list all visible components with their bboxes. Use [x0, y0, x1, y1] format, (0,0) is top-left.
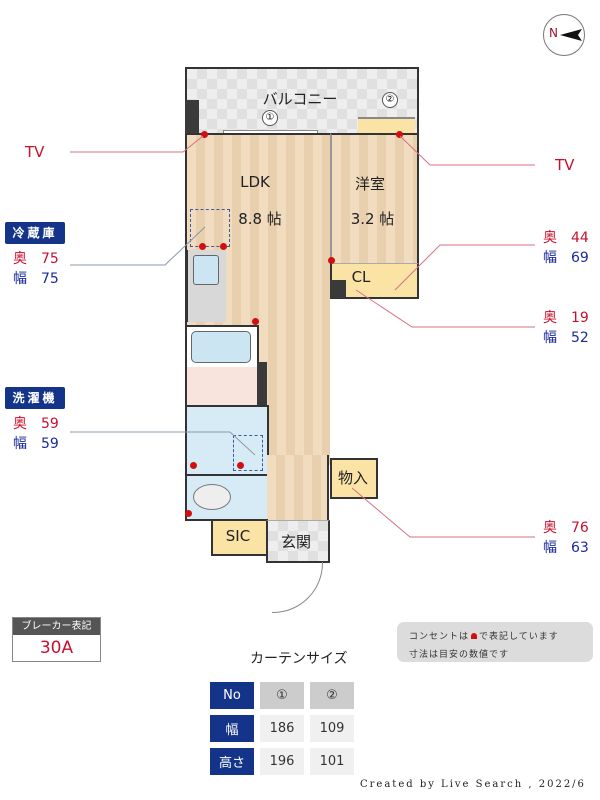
closet-label: CL: [351, 268, 371, 286]
compass: N: [543, 14, 585, 56]
curtain-title: カーテンサイズ: [250, 651, 348, 667]
balcony-label: バルコニー: [262, 90, 338, 108]
tv-label-left: TV: [25, 143, 45, 161]
sic-label: SIC: [225, 527, 251, 545]
washer-tag: 洗濯機: [5, 387, 65, 409]
compass-north-label: N: [549, 26, 558, 40]
breaker-value: 30A: [39, 638, 74, 658]
footer-credit: Created by Live Search , 2022/6: [360, 779, 586, 790]
notes-box: コンセントはで表記しています 寸法は目安の数値です: [397, 622, 593, 662]
fridge-width: 75: [41, 271, 59, 287]
fridge-depth: 75: [41, 251, 59, 267]
washer-width: 59: [41, 436, 59, 452]
fridge-tag: 冷蔵庫: [5, 222, 65, 244]
western-room: [330, 133, 419, 265]
window-mark-2: ②: [382, 92, 398, 108]
western-label: 洋室: [354, 175, 385, 193]
tv-label-right: TV: [555, 156, 575, 174]
ldk-label: LDK: [240, 173, 270, 191]
washroom: [185, 405, 269, 476]
breaker-box: ブレーカー表記 30A: [12, 617, 101, 662]
storage-label: 物入: [337, 469, 368, 487]
western-size: 3.2 帖: [350, 210, 395, 228]
outlet-marker-icon: [471, 633, 478, 639]
window-mark-1: ①: [262, 110, 278, 126]
ldk-size: 8.8 帖: [238, 210, 282, 228]
compass-north-icon: [560, 29, 582, 41]
hallway: [267, 455, 329, 520]
breaker-title: ブレーカー表記: [13, 618, 100, 635]
storage: [330, 458, 378, 499]
entrance-label: 玄関: [280, 533, 311, 551]
washer-depth: 59: [41, 416, 59, 432]
sic: [211, 519, 268, 556]
